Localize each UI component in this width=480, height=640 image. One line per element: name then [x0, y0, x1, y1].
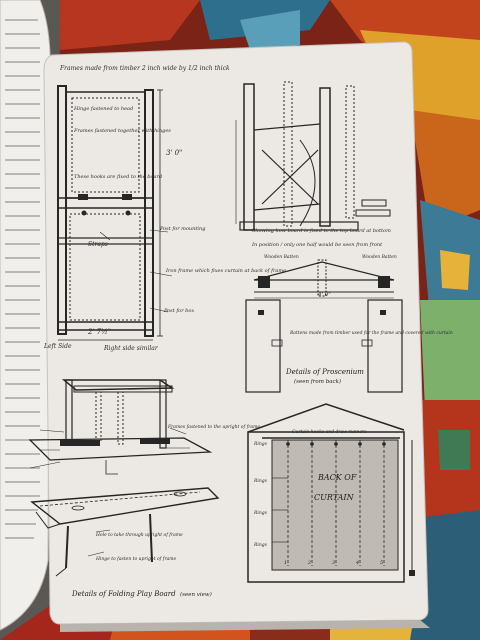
left-frame-hinge-note: Frames fastened together with hinges — [73, 128, 171, 134]
right-frame-bottom-label: In position / only one half would be see… — [251, 242, 383, 248]
left-frame-diagram — [57, 85, 173, 341]
proscenium-right-label: Wooden Batten — [362, 254, 397, 260]
play-board-caption: Details of Folding Play Board — [71, 590, 176, 598]
right-frame-middle-label: Showing how board is fixed to the top bo… — [252, 228, 391, 234]
play-board-subcaption: (seen view) — [180, 591, 212, 598]
header-note: Frames made from timber 2 inch wide by 1… — [59, 65, 230, 72]
curtain-title-line1: BACK OF — [317, 473, 357, 482]
curtain-mark-1: 1 — [284, 560, 287, 566]
left-page-text — [5, 19, 40, 539]
play-board-diagram — [30, 487, 220, 577]
left-frame-height-dim: 3' 0" — [166, 149, 182, 157]
proscenium-left-label: Wooden Batten — [264, 254, 299, 260]
curtain-mark-2: 2 — [307, 560, 311, 566]
proscenium-subcaption: (seen from back) — [294, 378, 341, 385]
left-frame-top-note: Hinge fastened to head — [73, 106, 133, 112]
curtain-title-line2: CURTAIN — [314, 493, 355, 502]
left-frame-width-dim: 2' 7½" — [87, 328, 111, 336]
curtain-top-label: Curtain hooks and draw runners — [292, 429, 367, 435]
floor-frame-diagram — [28, 379, 213, 475]
curtain-rings-label-3: Rings — [253, 510, 268, 516]
proscenium-width-dim: 4' 0" — [317, 292, 331, 298]
left-frame-post-label: Post for box — [163, 308, 194, 314]
curtain-mark-3: 3 — [332, 560, 335, 566]
proscenium-diagram — [245, 259, 403, 393]
left-frame-bottom-left-label: Left Side — [43, 343, 72, 350]
curtain-rings-label-4: Rings — [253, 542, 268, 548]
left-frame-fold-note: These hooks are fixed to the board — [74, 174, 162, 180]
proscenium-center-note: Battens made from timber used for the fr… — [289, 330, 453, 336]
proscenium-caption: Details of Proscenium — [285, 368, 364, 376]
left-frame-wood-label: Post for mounting — [159, 226, 205, 232]
curtain-mark-4: 4 — [355, 560, 359, 566]
play-board-center-note: Hole to take through upright of frame — [95, 532, 183, 538]
curtain-diagram — [247, 403, 415, 583]
curtain-mark-5: 5 — [380, 560, 383, 566]
left-frame-bottom-right-label: Right side similar — [103, 345, 159, 352]
left-frame-strut-label: Straps — [88, 241, 108, 248]
right-frame-diagram — [235, 81, 391, 231]
play-board-bottom-note: Hinge to fasten to upright of frame — [95, 556, 177, 562]
curtain-rings-label-2: Rings — [253, 478, 268, 484]
floor-frame-note: Frames fastened to the upright of frame — [167, 424, 260, 430]
curtain-rings-label-1: Rings — [253, 441, 268, 447]
curtain-panel — [271, 439, 399, 571]
left-frame-right-note: Iron frame which fixes curtain at back o… — [165, 268, 286, 274]
